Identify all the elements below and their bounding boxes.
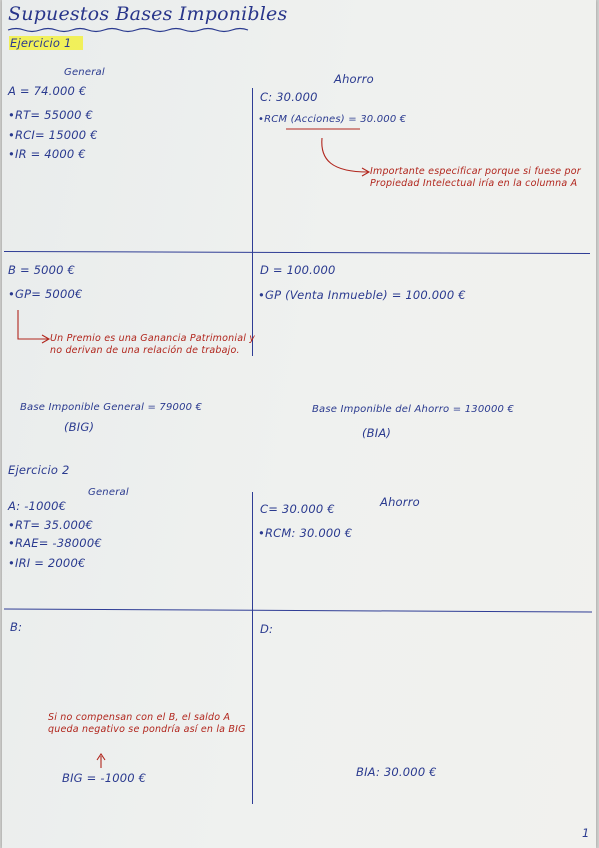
ex1-big-abbr: (BIG) bbox=[64, 420, 95, 434]
page-title: Supuestos Bases Imponibles bbox=[8, 3, 288, 25]
ex1-c-item: •RCM (Acciones) = 30.000 € bbox=[258, 114, 407, 125]
ex1-a-item: •RCI= 15000 € bbox=[8, 128, 98, 142]
ex1-vertical-divider bbox=[252, 88, 254, 356]
page-number: 1 bbox=[582, 826, 590, 840]
ex2-c-heading: Ahorro bbox=[380, 495, 420, 509]
ex2-a-heading: General bbox=[88, 487, 129, 498]
ex1-d-total: D = 100.000 bbox=[260, 263, 336, 277]
ex1-b-total: B = 5000 € bbox=[8, 263, 76, 277]
ex2-a-item: •IRI = 2000€ bbox=[8, 556, 86, 570]
ex2-note: Si no compensan con el B, el saldo A que… bbox=[48, 712, 246, 735]
ex1-a-heading: General bbox=[64, 67, 105, 78]
ex2-c-item: •RCM: 30.000 € bbox=[258, 526, 353, 540]
ex2-horizontal-divider bbox=[4, 608, 592, 613]
exercise-2-heading: Ejercicio 2 bbox=[8, 463, 70, 477]
ex1-a-total: A = 74.000 € bbox=[8, 84, 87, 98]
ex1-a-item: •RT= 55000 € bbox=[8, 108, 94, 122]
ex2-big: BIG = -1000 € bbox=[62, 771, 147, 785]
ex1-c-total: C: 30.000 bbox=[260, 90, 318, 104]
ex1-horizontal-divider bbox=[3, 250, 591, 255]
ex1-a-item: •IR = 4000 € bbox=[8, 147, 86, 161]
exercise-1-heading: Ejercicio 1 bbox=[10, 36, 72, 50]
ex2-d-total: D: bbox=[260, 622, 274, 636]
ex1-c-note: Importante especificar porque si fuese p… bbox=[370, 166, 581, 189]
ex2-vertical-divider bbox=[252, 492, 254, 804]
ex2-a-item: •RAE= -38000€ bbox=[8, 536, 102, 550]
ex1-bia-label: Base Imponible del Ahorro = 130000 € bbox=[312, 404, 515, 415]
ex1-bia-abbr: (BIA) bbox=[362, 426, 392, 440]
ex1-big-label: Base Imponible General = 79000 € bbox=[20, 402, 203, 413]
heading-highlight bbox=[9, 36, 83, 50]
ex2-bia: BIA: 30.000 € bbox=[356, 765, 437, 779]
ex2-c-total: C= 30.000 € bbox=[260, 502, 335, 516]
ex1-d-item: •GP (Venta Inmueble) = 100.000 € bbox=[258, 288, 466, 302]
ex2-a-item: •RT= 35.000€ bbox=[8, 518, 94, 532]
ex1-b-note: Un Premio es una Ganancia Patrimonial y … bbox=[50, 333, 256, 356]
ex1-b-item: •GP= 5000€ bbox=[8, 287, 83, 301]
ex1-c-heading: Ahorro bbox=[334, 72, 374, 86]
ex2-a-total: A: -1000€ bbox=[8, 499, 67, 513]
ex2-b-total: B: bbox=[10, 620, 23, 634]
